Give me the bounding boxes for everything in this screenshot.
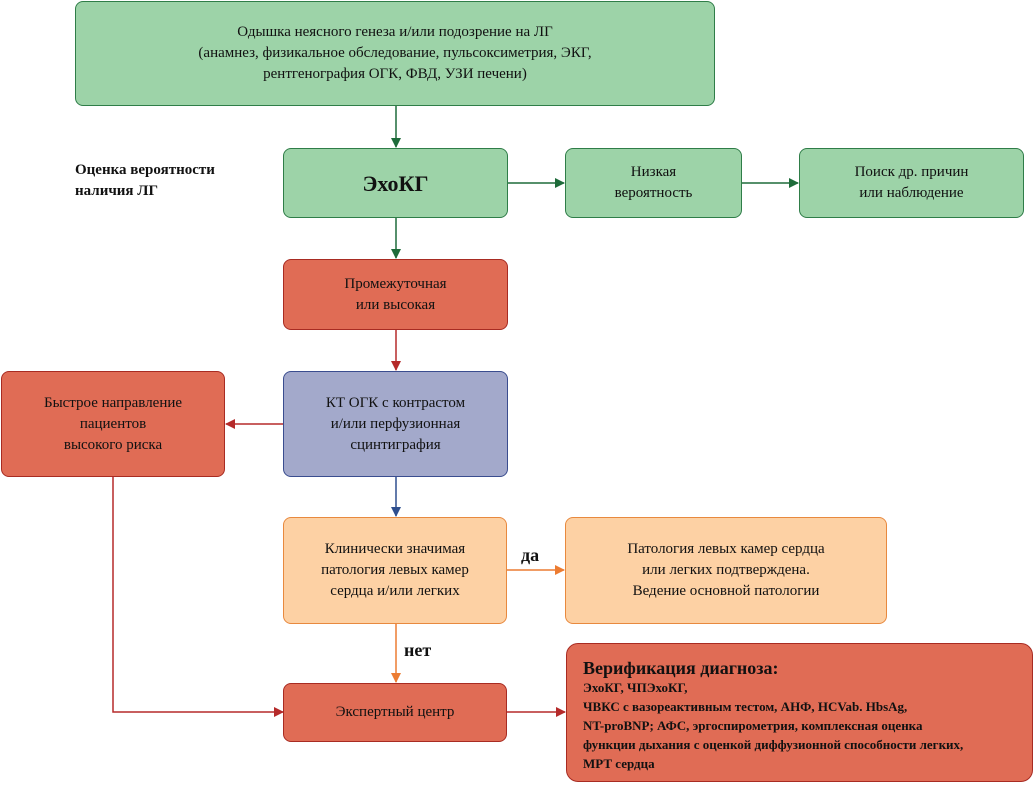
node-fast-referral: Быстрое направление пациентов высокого р… — [1, 371, 225, 477]
node-expert-center-text: Экспертный центр — [335, 704, 455, 720]
node-initial-symptoms: Одышка неясного генеза и/или подозрение … — [75, 1, 715, 106]
node-clinical-pathology-text: Клинически значимая патология левых каме… — [321, 541, 469, 599]
node-fast-referral-text: Быстрое направление пациентов высокого р… — [43, 394, 183, 453]
node-low-probability: Низкая вероятность — [565, 148, 742, 218]
verification-title: Верификация диагноза: — [583, 658, 779, 678]
node-ct-scintigraphy-text: КТ ОГК с контрастом и/или перфузионная с… — [325, 394, 466, 453]
node-search-other-causes: Поиск др. причин или наблюдение — [799, 148, 1024, 218]
edge-label-no: нет — [404, 640, 432, 660]
node-ct-scintigraphy: КТ ОГК с контрастом и/или перфузионная с… — [283, 371, 508, 477]
node-echocardiography: ЭхоКГ — [283, 148, 508, 218]
node-search-other-causes-text: Поиск др. причин или наблюдение — [854, 164, 969, 201]
node-initial-symptoms-text: Одышка неясного генеза и/или подозрение … — [198, 24, 592, 82]
node-pathology-confirmed-text: Патология левых камер сердца или легких … — [627, 541, 825, 599]
node-expert-center: Экспертный центр — [283, 683, 507, 742]
arrow-fast-to-expert — [112, 477, 284, 717]
node-pathology-confirmed: Патология левых камер сердца или легких … — [565, 517, 887, 624]
node-echocardiography-text: ЭхоКГ — [362, 170, 429, 196]
node-diagnosis-verification: Верификация диагноза: ЭхоКГ, ЧПЭхоКГ, ЧВ… — [566, 643, 1033, 782]
verification-body: ЭхоКГ, ЧПЭхоКГ, ЧВКС с вазореактивным те… — [583, 680, 964, 771]
node-intermediate-high-text: Промежуточная или высокая — [344, 275, 447, 313]
node-intermediate-high: Промежуточная или высокая — [283, 259, 508, 330]
node-clinical-pathology: Клинически значимая патология левых каме… — [283, 517, 507, 624]
edge-label-yes: да — [521, 545, 540, 565]
probability-assessment-label: Оценка вероятности наличия ЛГ — [75, 162, 215, 199]
node-low-probability-text: Низкая вероятность — [614, 164, 693, 201]
